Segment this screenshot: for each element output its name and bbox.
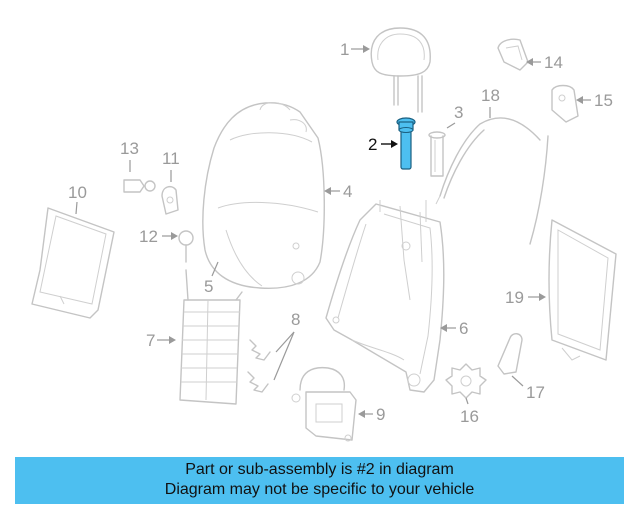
callout-5: 5 <box>204 261 219 296</box>
svg-text:19: 19 <box>505 288 524 307</box>
part-17-lever[interactable] <box>497 333 523 375</box>
part-8-springs[interactable] <box>247 339 271 393</box>
svg-text:1: 1 <box>340 40 349 59</box>
part-2-guide-highlighted[interactable] <box>396 117 416 170</box>
part-14-bezel[interactable] <box>497 38 529 71</box>
part-4-seatback-cover[interactable] <box>202 102 325 289</box>
part-19-side-panel[interactable] <box>548 219 617 361</box>
part-18-cable[interactable] <box>435 117 549 245</box>
part-9-module[interactable] <box>291 366 357 442</box>
part-15-handle[interactable] <box>551 84 579 123</box>
part-6-seatback-frame[interactable] <box>325 200 445 393</box>
banner-line-1: Part or sub-assembly is #2 in diagram <box>185 461 454 478</box>
svg-text:17: 17 <box>526 383 545 402</box>
svg-text:8: 8 <box>291 310 300 329</box>
part-13-connector[interactable] <box>123 179 156 193</box>
callout-8: 8 <box>273 310 300 381</box>
callout-3: 3 <box>446 103 463 129</box>
svg-text:12: 12 <box>139 227 158 246</box>
part-7-lumbar-panel[interactable] <box>179 269 243 405</box>
callout-4: 4 <box>324 182 352 201</box>
callout-13: 13 <box>120 139 139 172</box>
callout-18: 18 <box>481 86 500 118</box>
part-16-gear[interactable] <box>445 363 487 399</box>
callout-10: 10 <box>68 183 87 215</box>
callout-19: 19 <box>505 288 546 307</box>
svg-text:14: 14 <box>544 53 563 72</box>
svg-text:4: 4 <box>343 182 352 201</box>
callout-12: 12 <box>139 227 178 246</box>
part-1-headrest[interactable] <box>370 27 431 113</box>
svg-text:7: 7 <box>146 331 155 350</box>
callout-14: 14 <box>526 53 563 72</box>
callout-11: 11 <box>162 149 180 182</box>
callout-2: 2 <box>368 135 398 154</box>
svg-text:13: 13 <box>120 139 139 158</box>
part-10-rear-panel[interactable] <box>31 207 115 319</box>
part-12-knob[interactable] <box>178 230 194 263</box>
part-11-clip[interactable] <box>161 185 179 215</box>
callout-9: 9 <box>358 405 385 424</box>
callout-16: 16 <box>460 397 479 426</box>
parts-diagram: 1 2 3 4 5 <box>31 27 617 442</box>
svg-text:10: 10 <box>68 183 87 202</box>
part-3-guide[interactable] <box>428 131 446 177</box>
callout-17: 17 <box>511 375 545 402</box>
callout-6: 6 <box>440 319 468 338</box>
callout-7: 7 <box>146 331 176 350</box>
svg-text:5: 5 <box>204 277 213 296</box>
callout-15: 15 <box>576 91 613 110</box>
svg-text:3: 3 <box>454 103 463 122</box>
info-banner: Part or sub-assembly is #2 in diagram Di… <box>15 457 624 504</box>
svg-text:6: 6 <box>459 319 468 338</box>
svg-text:16: 16 <box>460 407 479 426</box>
banner-line-2: Diagram may not be specific to your vehi… <box>164 481 475 498</box>
svg-text:9: 9 <box>376 405 385 424</box>
callout-1: 1 <box>340 40 370 59</box>
svg-text:11: 11 <box>162 149 180 168</box>
svg-text:2: 2 <box>368 135 377 154</box>
svg-text:15: 15 <box>594 91 613 110</box>
svg-text:18: 18 <box>481 86 500 105</box>
